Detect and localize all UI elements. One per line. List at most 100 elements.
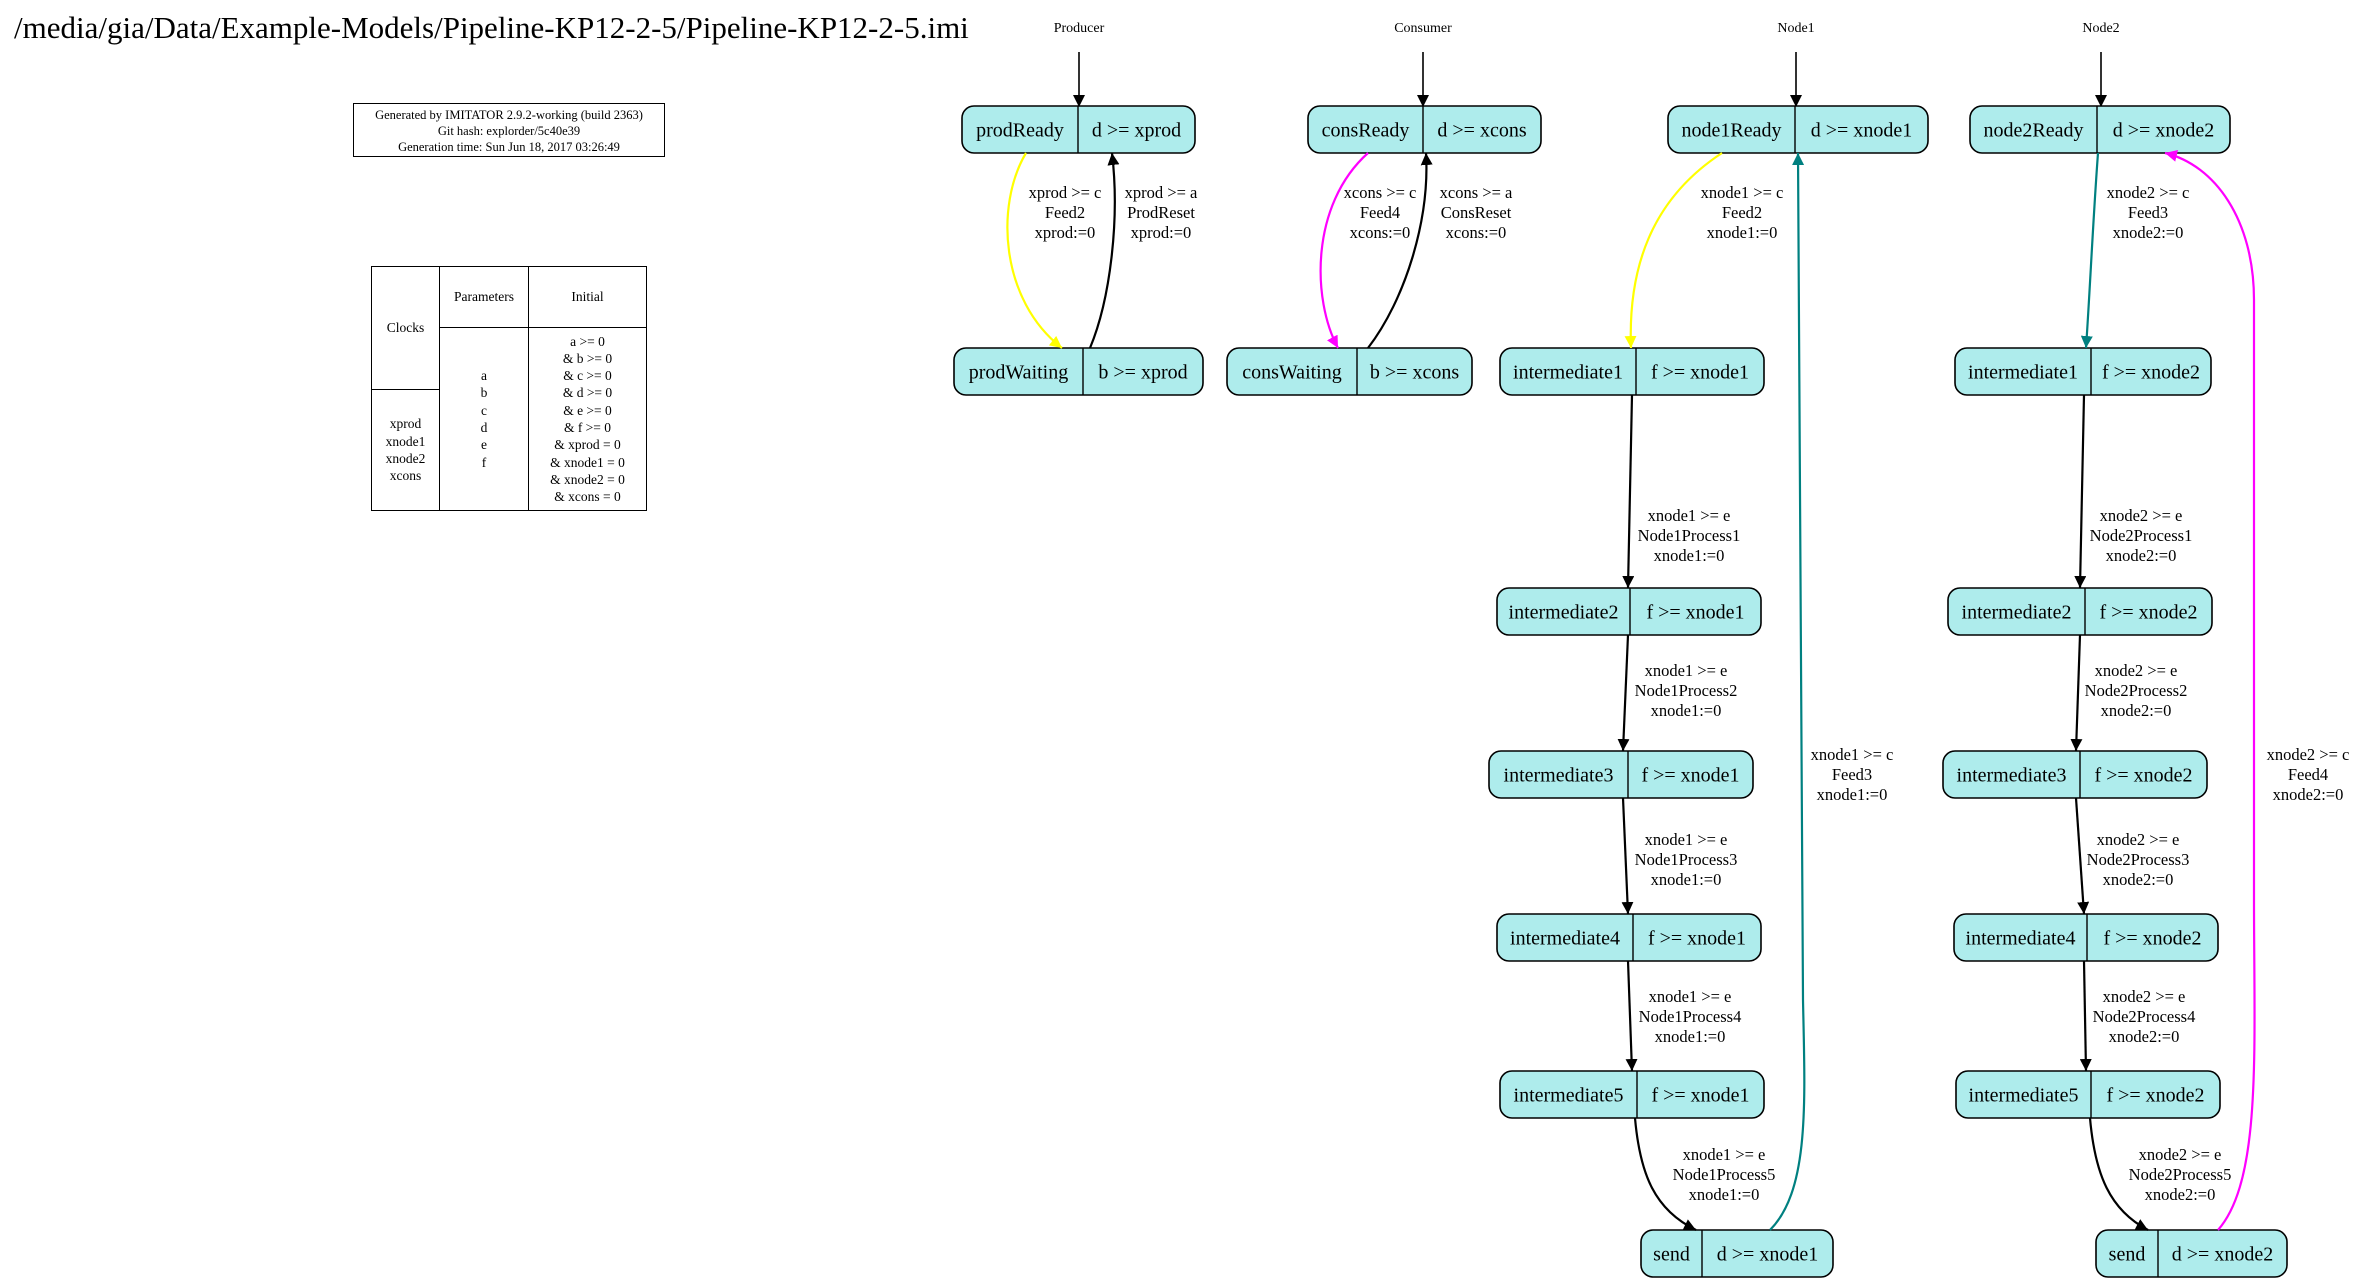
parameter-item: e bbox=[481, 437, 487, 453]
transition-label-line: xnode2:=0 bbox=[2106, 546, 2177, 565]
transition-label-line: Node2Process4 bbox=[2093, 1007, 2196, 1026]
initial-item: & b >= 0 bbox=[562, 350, 613, 366]
location-name: consWaiting bbox=[1242, 362, 1341, 384]
location-invariant: d >= xnode1 bbox=[1717, 1244, 1818, 1266]
transition-edge bbox=[2070, 634, 2083, 752]
transition-label-line: Node2Process1 bbox=[2090, 526, 2193, 545]
page-title: /media/gia/Data/Example-Models/Pipeline-… bbox=[14, 10, 969, 45]
location-name: prodReady bbox=[976, 120, 1064, 142]
location-invariant: d >= xnode2 bbox=[2172, 1244, 2273, 1266]
transition-label-line: xnode1 >= c bbox=[1811, 745, 1894, 764]
transition-edge bbox=[1319, 152, 1369, 349]
transition-label-line: xnode2 >= e bbox=[2103, 987, 2186, 1006]
transition-label-line: Node2Process5 bbox=[2129, 1165, 2232, 1184]
transition-label-line: xnode2 >= e bbox=[2097, 830, 2180, 849]
location-invariant: d >= xprod bbox=[1092, 120, 1181, 142]
location-name: intermediate2 bbox=[1509, 602, 1619, 624]
location-box bbox=[1969, 105, 2231, 154]
location-box bbox=[1953, 913, 2219, 962]
clock-item: xnode1 bbox=[385, 433, 426, 449]
transition-label-line: Feed4 bbox=[2288, 765, 2328, 784]
location-invariant: f >= xnode1 bbox=[1646, 602, 1744, 624]
clocks-cell: xprod xnode1 xnode2 xcons bbox=[371, 389, 440, 511]
location-invariant: f >= xnode1 bbox=[1648, 928, 1746, 950]
location-n2i5: intermediate5 f >= xnode2 bbox=[1955, 1070, 2221, 1119]
location-invariant: f >= xnode1 bbox=[1641, 765, 1739, 787]
transition-label-line: xcons >= a bbox=[1440, 183, 1513, 202]
initial-item: & e >= 0 bbox=[563, 402, 612, 418]
transition-label-line: ConsReset bbox=[1441, 203, 1512, 222]
transition-label-line: Node2Process3 bbox=[2087, 850, 2190, 869]
automaton-name-node1: Node1 bbox=[1777, 21, 1814, 36]
transition-edge bbox=[2074, 394, 2087, 589]
location-box bbox=[2095, 1229, 2288, 1278]
parameter-item: f bbox=[481, 454, 487, 470]
transition-edge bbox=[1622, 394, 1635, 589]
transition-label-line: xnode2:=0 bbox=[2103, 870, 2174, 889]
initial-item: & xnode2 = 0 bbox=[550, 471, 625, 487]
location-name: node1Ready bbox=[1682, 120, 1782, 142]
clock-item: xprod bbox=[389, 416, 422, 432]
transition-label-line: xnode1:=0 bbox=[1817, 785, 1888, 804]
initial-item: & d >= 0 bbox=[562, 385, 613, 401]
transition-label-line: Node1Process4 bbox=[1639, 1007, 1742, 1026]
location-name: intermediate1 bbox=[1968, 362, 2078, 384]
clock-item: xnode2 bbox=[385, 451, 426, 466]
transition-label-line: Node1Process2 bbox=[1635, 681, 1738, 700]
initial-item: & xnode1 = 0 bbox=[550, 454, 625, 470]
transition-edge bbox=[1769, 152, 1806, 1231]
location-name: prodWaiting bbox=[969, 362, 1068, 384]
location-name: intermediate5 bbox=[1969, 1085, 2079, 1107]
transition-label-line: xnode1 >= e bbox=[1645, 830, 1728, 849]
transition-label-line: xnode1:=0 bbox=[1654, 546, 1725, 565]
transition-label-line: xnode1 >= e bbox=[1645, 661, 1728, 680]
transition-edge bbox=[2088, 1117, 2149, 1231]
location-invariant: f >= xnode2 bbox=[2106, 1085, 2204, 1107]
transition-label-line: xnode2:=0 bbox=[2101, 701, 2172, 720]
transition-label-line: xnode2 >= c bbox=[2107, 183, 2190, 202]
transition-edge bbox=[2164, 149, 2256, 1231]
location-name: intermediate3 bbox=[1504, 765, 1614, 787]
location-invariant: d >= xcons bbox=[1437, 120, 1526, 142]
automaton-name-producer: Producer bbox=[1054, 21, 1105, 36]
transition-label-line: xprod:=0 bbox=[1131, 223, 1192, 242]
transition-edge bbox=[2080, 152, 2100, 349]
transition-label-line: xnode2:=0 bbox=[2273, 785, 2344, 804]
clocks-header: Clocks bbox=[371, 266, 440, 390]
location-invariant: f >= xnode1 bbox=[1651, 362, 1749, 384]
parameter-item: a bbox=[481, 368, 487, 384]
parameters-header: Parameters bbox=[439, 266, 529, 328]
initial-item: a >= 0 bbox=[570, 333, 605, 349]
initial-item: & c >= 0 bbox=[563, 368, 612, 384]
initial-item: & f >= 0 bbox=[563, 420, 612, 435]
generator-time: Generation time: Sun Jun 18, 2017 03:26:… bbox=[398, 140, 620, 154]
location-invariant: f >= xnode2 bbox=[2099, 602, 2197, 624]
location-box bbox=[953, 347, 1204, 396]
transition-label-line: xnode2 >= e bbox=[2139, 1145, 2222, 1164]
transition-label-line: xcons >= c bbox=[1344, 183, 1417, 202]
transition-label-line: Feed3 bbox=[2128, 203, 2168, 222]
transition-label-line: Node2Process2 bbox=[2085, 681, 2188, 700]
location-invariant: d >= xnode2 bbox=[2113, 120, 2214, 142]
parameter-item: b bbox=[480, 385, 488, 401]
initial-header: Initial bbox=[528, 266, 647, 328]
